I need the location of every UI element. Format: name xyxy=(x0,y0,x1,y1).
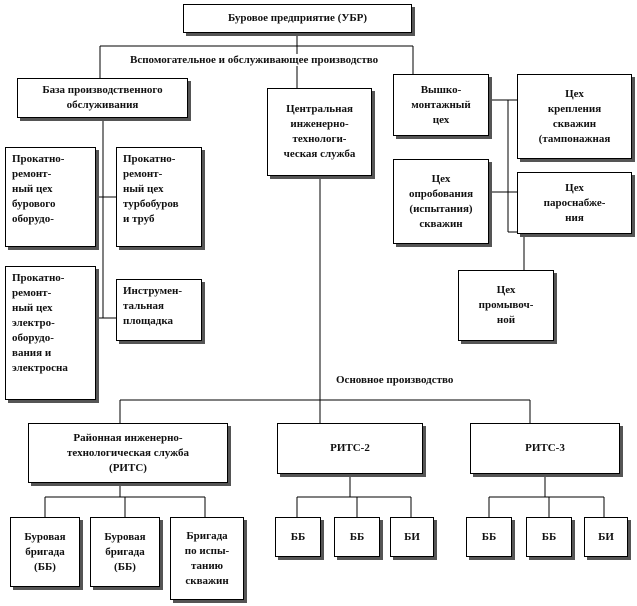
tools-box: Инструмен- тальная площадка xyxy=(116,279,202,341)
bb-r2-2-box: ББ xyxy=(334,517,380,557)
bi1-box: Бригада по испы- танию скважин xyxy=(170,517,244,600)
main-production-label: Основное производство xyxy=(334,374,456,386)
bb2-box: Буровая бригада (ББ) xyxy=(90,517,160,587)
bb-r3-2-box: ББ xyxy=(526,517,572,557)
bb-r2-1-box: ББ xyxy=(275,517,321,557)
root-box: Буровое предприятие (УБР) xyxy=(183,4,412,33)
bi-r3-box: БИ xyxy=(584,517,628,557)
steam-box: Цех пароснабже- ния xyxy=(517,172,632,234)
aux-production-label: Вспомогательное и обслуживающее производ… xyxy=(128,54,381,66)
prs-electro-box: Прокатно- ремонт- ный цех электро- обору… xyxy=(5,266,96,400)
test-box: Цех опробования (испытания) скважин xyxy=(393,159,489,244)
rits1-box: Районная инженерно- технологическая служ… xyxy=(28,423,228,483)
crep-box: Цех крепления скважин (тампонажная xyxy=(517,74,632,159)
rits2-box: РИТС-2 xyxy=(277,423,423,474)
flush-box: Цех промывоч- ной xyxy=(458,270,554,341)
base-box: База производственного обслуживания xyxy=(17,78,188,118)
prs-turbo-box: Прокатно- ремонт- ный цех турбобуров и т… xyxy=(116,147,202,247)
cits-box: Центральная инженерно- технологи- ческая… xyxy=(267,88,372,176)
prs-drilling-box: Прокатно- ремонт- ный цех бурового обору… xyxy=(5,147,96,247)
rits3-box: РИТС-3 xyxy=(470,423,620,474)
bb-r3-1-box: ББ xyxy=(466,517,512,557)
bi-r2-box: БИ xyxy=(390,517,434,557)
vmc-box: Вышко- монтажный цех xyxy=(393,74,489,136)
bb1-box: Буровая бригада (ББ) xyxy=(10,517,80,587)
